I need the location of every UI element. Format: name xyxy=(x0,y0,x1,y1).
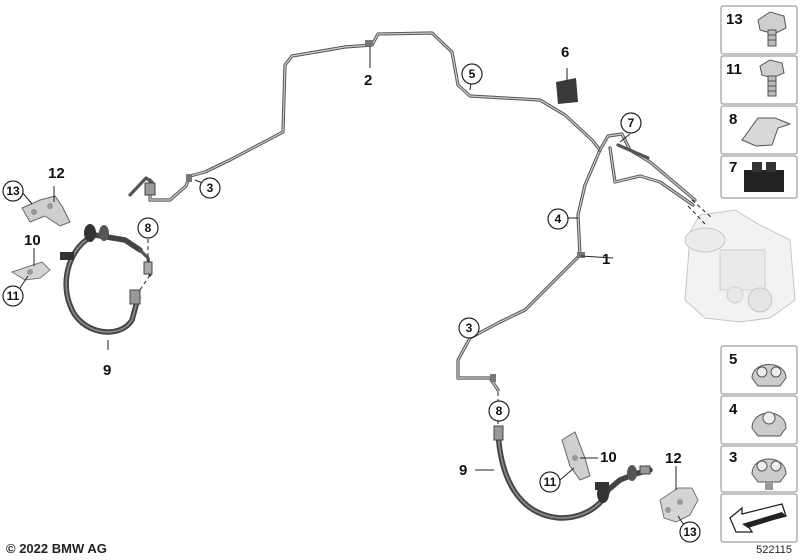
callout-11-left: 11 xyxy=(2,285,24,307)
svg-text:5: 5 xyxy=(469,67,476,81)
svg-text:11: 11 xyxy=(544,475,557,489)
view-arrow-icon xyxy=(729,503,787,533)
legend-panel-top: 13 11 8 7 xyxy=(720,5,798,199)
svg-text:8: 8 xyxy=(496,404,503,418)
bracket-left-upper xyxy=(21,195,71,227)
legend-label-13: 13 xyxy=(726,11,743,28)
bracket-right-upper xyxy=(561,431,591,481)
callout-6: 6 xyxy=(561,44,569,61)
pipe-clip-2 xyxy=(365,40,373,46)
callout-13-left: 13 xyxy=(2,180,24,202)
pipe-clip-1 xyxy=(577,252,585,258)
callout-10-right: 10 xyxy=(600,449,617,466)
svg-text:7: 7 xyxy=(628,116,635,130)
bracket-right-lower xyxy=(659,487,699,523)
legend-label-5: 5 xyxy=(729,351,737,368)
callout-3-upper: 3 xyxy=(199,177,221,199)
callout-1: 1 xyxy=(602,251,610,268)
callout-5: 5 xyxy=(461,63,483,85)
diagram-number: 522115 xyxy=(756,544,792,556)
callout-9-right: 9 xyxy=(459,462,467,479)
svg-text:11: 11 xyxy=(7,289,20,303)
legend-label-11: 11 xyxy=(726,61,742,78)
callout-13-right: 13 xyxy=(679,521,701,543)
legend-label-3: 3 xyxy=(729,449,737,466)
svg-text:13: 13 xyxy=(6,184,20,198)
svg-text:3: 3 xyxy=(207,181,214,195)
svg-text:3: 3 xyxy=(466,321,473,335)
pad-part-6 xyxy=(556,78,578,104)
brake-hose-right xyxy=(493,425,653,521)
leader-lines xyxy=(19,46,685,526)
callout-12-right: 12 xyxy=(665,450,682,467)
svg-text:8: 8 xyxy=(145,221,152,235)
brake-pipe-top xyxy=(148,31,602,202)
legend-label-4: 4 xyxy=(729,401,738,418)
callout-9-left: 9 xyxy=(103,362,111,379)
copyright-text: © 2022 BMW AG xyxy=(6,541,107,556)
callout-12-left: 12 xyxy=(48,165,65,182)
brake-pipe-right xyxy=(456,148,602,392)
bolt-11-icon xyxy=(759,59,785,97)
callout-8-left: 8 xyxy=(137,217,159,239)
callout-7: 7 xyxy=(620,112,642,134)
bracket-left-lower xyxy=(10,261,51,281)
pipe-fitting-left xyxy=(128,176,156,197)
callout-8-right: 8 xyxy=(488,400,510,422)
legend-label-8: 8 xyxy=(729,111,737,128)
callout-4: 4 xyxy=(547,208,569,230)
bolt-13-icon xyxy=(757,11,787,47)
clip-8-icon xyxy=(741,117,792,147)
clip-3-icon xyxy=(751,458,787,490)
callout-11-right: 11 xyxy=(539,471,561,493)
brake-pipes-to-unit xyxy=(598,132,697,207)
pipe-clip-3a xyxy=(186,174,192,182)
svg-text:13: 13 xyxy=(683,525,697,539)
callout-2: 2 xyxy=(364,72,372,89)
clip-4-icon xyxy=(751,411,787,437)
brake-hose-left xyxy=(60,224,153,335)
legend-label-7: 7 xyxy=(729,159,737,176)
callout-10-left: 10 xyxy=(24,232,41,249)
hydraulic-unit xyxy=(684,209,796,323)
svg-text:4: 4 xyxy=(555,212,562,226)
legend-panel-bottom: 5 4 3 xyxy=(720,345,798,543)
clip-5-icon xyxy=(751,364,787,387)
holder-7-icon xyxy=(744,162,784,192)
callout-3-lower: 3 xyxy=(458,317,480,339)
pipe-clip-3b xyxy=(490,374,496,382)
